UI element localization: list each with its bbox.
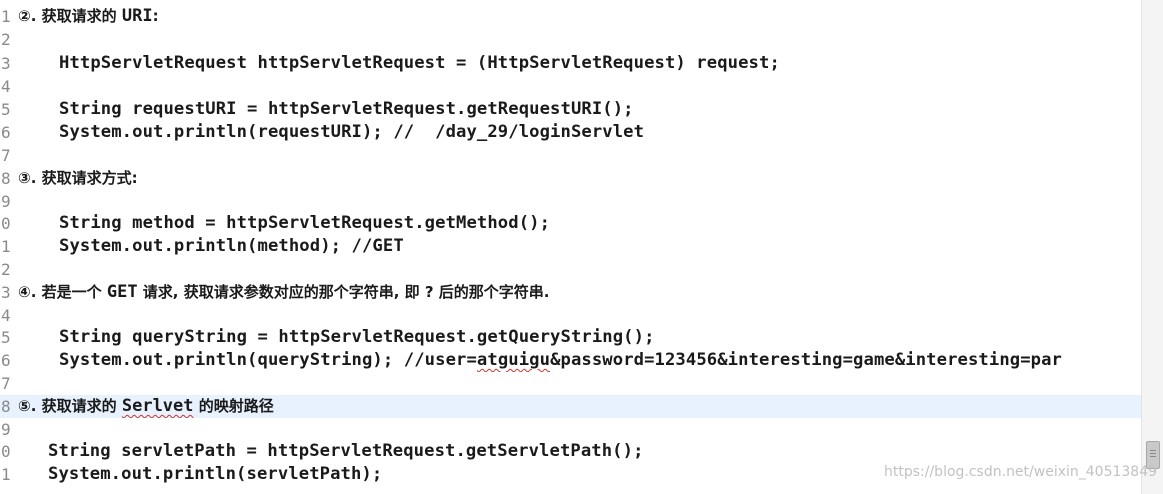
line-number: 4	[1, 77, 11, 96]
spelling-warning: atguigu	[476, 350, 551, 370]
code-line[interactable]: 5 String requestURI = httpServletRequest…	[0, 98, 1141, 121]
line-number: 7	[1, 374, 11, 393]
code-text: System.out.println(method); //GET	[59, 236, 404, 256]
line-number: 0	[1, 214, 11, 233]
line-number: 6	[1, 123, 11, 142]
line-number: 3	[1, 54, 11, 73]
code-text: String requestURI = httpServletRequest.g…	[59, 99, 634, 119]
line-number: 2	[1, 260, 11, 279]
vertical-scrollbar[interactable]	[1141, 0, 1163, 494]
line-number: 3	[1, 283, 11, 302]
code-line[interactable]: 4	[0, 75, 1141, 98]
code-line[interactable]: 7	[0, 144, 1141, 167]
line-number: 5	[1, 328, 11, 347]
line-number: 4	[1, 306, 11, 325]
code-line[interactable]: 9	[0, 190, 1141, 213]
code-text: String servletPath = httpServletRequest.…	[48, 441, 644, 461]
code-line[interactable]: 0 String method = httpServletRequest.get…	[0, 212, 1141, 235]
code-line[interactable]: 1 ②. 获取请求的 URI:	[0, 5, 1141, 28]
line-number: 0	[1, 442, 11, 461]
grip-icon	[1150, 456, 1156, 457]
line-number: 2	[1, 30, 11, 49]
code-line[interactable]: 6 System.out.println(queryString); //use…	[0, 349, 1141, 372]
line-number: 8	[1, 169, 11, 188]
line-number: 9	[1, 192, 11, 211]
comment-text: ③. 获取请求方式:	[18, 169, 138, 187]
grip-icon	[1150, 453, 1156, 454]
code-line[interactable]: 8 ③. 获取请求方式:	[0, 167, 1141, 190]
code-text: System.out.println(requestURI); // /day_…	[59, 122, 645, 142]
code-line[interactable]: 4	[0, 304, 1141, 327]
code-line[interactable]: 0 String servletPath = httpServletReques…	[0, 440, 1141, 463]
code-line[interactable]: 1 System.out.println(method); //GET	[0, 235, 1141, 258]
code-line[interactable]: 2	[0, 28, 1141, 51]
line-number: 6	[1, 351, 11, 370]
code-text: System.out.println(queryString); //user=…	[59, 350, 1063, 370]
code-line[interactable]: 2	[0, 258, 1141, 281]
code-line[interactable]: 1 System.out.println(servletPath);	[0, 463, 1141, 486]
line-number: 1	[1, 465, 11, 484]
code-line[interactable]: 9	[0, 418, 1141, 441]
line-number: 1	[1, 7, 11, 26]
code-line[interactable]: 3 HttpServletRequest httpServletRequest …	[0, 52, 1141, 75]
comment-text: ④. 若是一个 GET 请求, 获取请求参数对应的那个字符串, 即 ? 后的那个…	[18, 282, 550, 302]
scrollbar-thumb[interactable]	[1146, 441, 1160, 469]
line-number: 7	[1, 146, 11, 165]
current-line[interactable]: 8 ⑤. 获取请求的 Serlvet 的映射路径	[0, 395, 1141, 418]
code-line[interactable]: 7	[0, 372, 1141, 395]
code-text: HttpServletRequest httpServletRequest = …	[59, 53, 780, 73]
code-text: String queryString = httpServletRequest.…	[59, 327, 655, 347]
line-number: 1	[1, 237, 11, 256]
code-text: System.out.println(servletPath);	[48, 464, 383, 484]
code-line[interactable]: 5 String queryString = httpServletReques…	[0, 326, 1141, 349]
code-line[interactable]: 6 System.out.println(requestURI); // /da…	[0, 121, 1141, 144]
comment-text: ⑤. 获取请求的 Serlvet 的映射路径	[18, 396, 274, 416]
spelling-warning: Serlvet	[121, 396, 194, 416]
watermark: https://blog.csdn.net/weixin_40513849	[884, 464, 1158, 480]
code-line[interactable]: 3 ④. 若是一个 GET 请求, 获取请求参数对应的那个字符串, 即 ? 后的…	[0, 281, 1141, 304]
code-text: String method = httpServletRequest.getMe…	[59, 213, 551, 233]
comment-text: ②. 获取请求的 URI:	[18, 6, 159, 26]
line-number: 8	[1, 397, 11, 416]
grip-icon	[1150, 450, 1156, 451]
line-number: 5	[1, 100, 11, 119]
line-number: 9	[1, 420, 11, 439]
